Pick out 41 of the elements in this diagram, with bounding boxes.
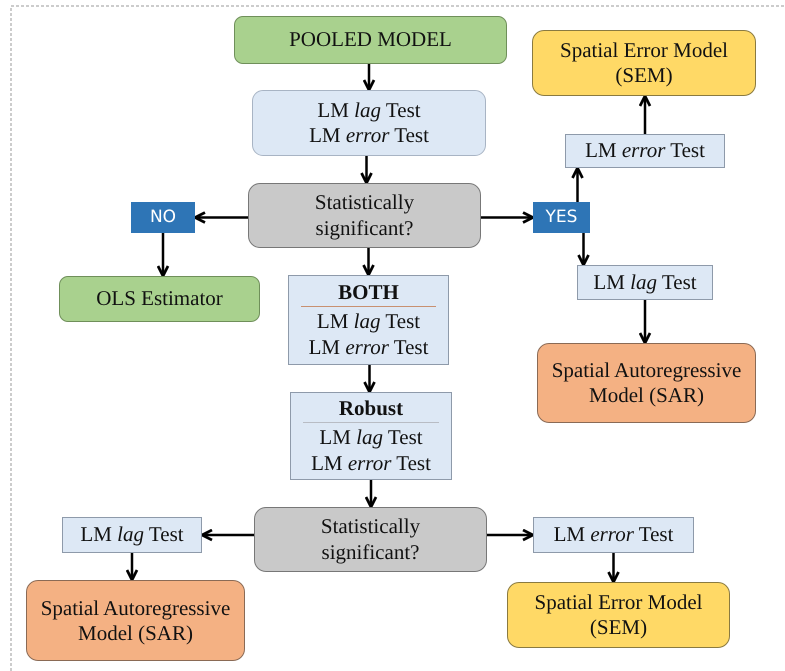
- answer-tag: YES: [533, 202, 590, 233]
- model-box: Spatial Autoregressive Model (SAR): [26, 580, 245, 661]
- arrow: [360, 156, 373, 184]
- test-group-box: [288, 275, 449, 365]
- test-name: LM error Test: [311, 450, 431, 476]
- test-name: LM lag Test: [319, 425, 423, 451]
- group-heading: Robust: [303, 396, 439, 424]
- test-label: LM error Test: [565, 134, 725, 168]
- arrow: [487, 528, 534, 542]
- decision-box: Statistically significant?: [248, 183, 481, 248]
- arrow: [362, 64, 376, 92]
- arrow: [638, 300, 652, 344]
- test-label: LM lag Test: [577, 265, 713, 300]
- process-box: OLS Estimator: [59, 276, 260, 322]
- arrow: [362, 248, 375, 276]
- test-label: LM error Test: [533, 517, 694, 553]
- arrow: [126, 553, 138, 582]
- decision-box: Statistically significant?: [254, 507, 487, 572]
- test-name: LM lag Test: [317, 98, 421, 123]
- arrow: [571, 166, 584, 202]
- test-name: LM lag Test: [316, 309, 420, 335]
- group-heading: BOTH: [300, 280, 436, 308]
- arrow: [363, 365, 376, 394]
- test-group-box: [290, 392, 452, 480]
- arrow: [364, 480, 378, 508]
- arrow: [607, 553, 620, 584]
- answer-tag: NO: [131, 202, 195, 233]
- model-box: Spatial Autoregressive Model (SAR): [537, 343, 756, 423]
- test-name: LM error Test: [308, 334, 428, 360]
- test-label: LM lag Test: [62, 517, 202, 553]
- process-box: POOLED MODEL: [234, 16, 507, 64]
- arrow: [200, 528, 254, 542]
- arrow: [156, 233, 170, 278]
- arrow: [638, 94, 652, 134]
- arrow: [577, 233, 590, 266]
- model-box: Spatial Error Model (SEM): [507, 582, 730, 648]
- test-box: [252, 90, 486, 156]
- test-name: LM error Test: [309, 123, 429, 148]
- model-box: Spatial Error Model (SEM): [532, 30, 756, 96]
- arrow: [194, 211, 248, 224]
- arrow: [481, 211, 534, 224]
